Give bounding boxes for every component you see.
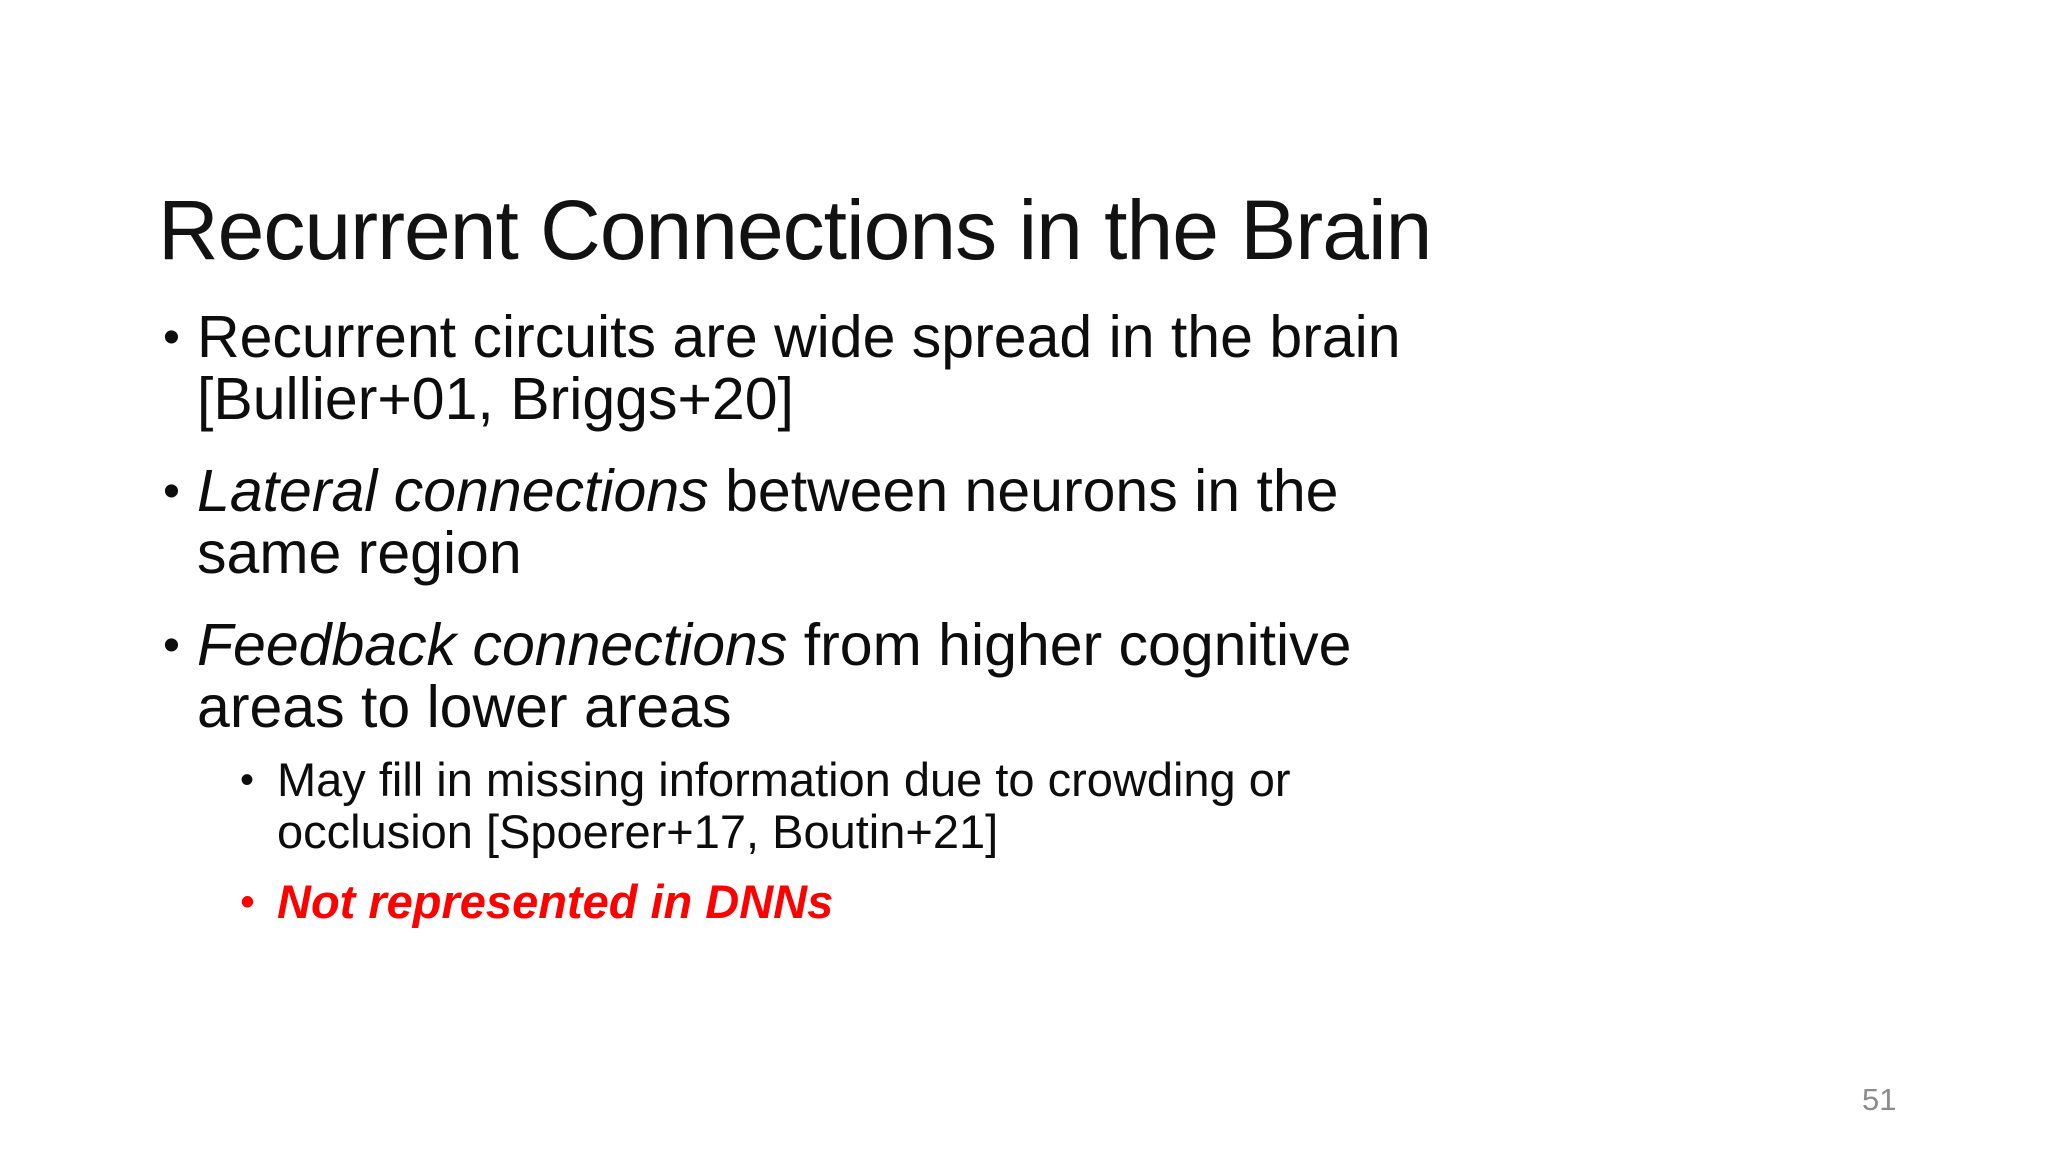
bullet-marker: • <box>163 618 180 672</box>
text-segment: [Bullier+01, Briggs+20] <box>197 366 794 432</box>
text-segment: between neurons in the <box>708 458 1339 524</box>
sub-bullet-item-fill-in: • May fill in missing information due to… <box>240 754 1863 858</box>
text-segment: May fill in missing information due to c… <box>277 753 1291 806</box>
text-segment: from higher cognitive <box>787 612 1352 678</box>
bullet-text: Lateral connections between neurons in t… <box>197 458 1338 586</box>
page-number: 51 <box>1862 1082 1897 1117</box>
bullet-marker: • <box>163 310 180 364</box>
bullet-item-recurrent-circuits: • Recurrent circuits are wide spread in … <box>163 306 1863 430</box>
text-segment-red: Not represented in DNNs <box>277 875 834 928</box>
sub-bullet-item-not-in-dnns: • Not represented in DNNs <box>240 876 1863 928</box>
text-segment: occlusion [Spoerer+17, Boutin+21] <box>277 805 999 858</box>
slide-title: Recurrent Connections in the Brain <box>158 183 1432 278</box>
bullet-marker: • <box>240 758 254 802</box>
bullet-list: • Recurrent circuits are wide spread in … <box>163 306 1863 946</box>
bullet-item-feedback-connections: • Feedback connections from higher cogni… <box>163 614 1863 738</box>
bullet-item-lateral-connections: • Lateral connections between neurons in… <box>163 460 1863 584</box>
text-segment-italic: Lateral connections <box>197 458 709 524</box>
bullet-text: Feedback connections from higher cogniti… <box>197 612 1351 740</box>
text-segment-italic: Feedback connections <box>197 612 788 678</box>
bullet-marker: • <box>240 880 254 924</box>
bullet-text: Recurrent circuits are wide spread in th… <box>197 304 1401 432</box>
text-segment: same region <box>197 520 522 586</box>
bullet-text: Not represented in DNNs <box>277 875 833 928</box>
bullet-text: May fill in missing information due to c… <box>277 753 1291 858</box>
text-segment: Recurrent circuits are wide spread in th… <box>197 304 1401 370</box>
bullet-marker: • <box>163 464 180 518</box>
text-segment: areas to lower areas <box>197 674 732 740</box>
